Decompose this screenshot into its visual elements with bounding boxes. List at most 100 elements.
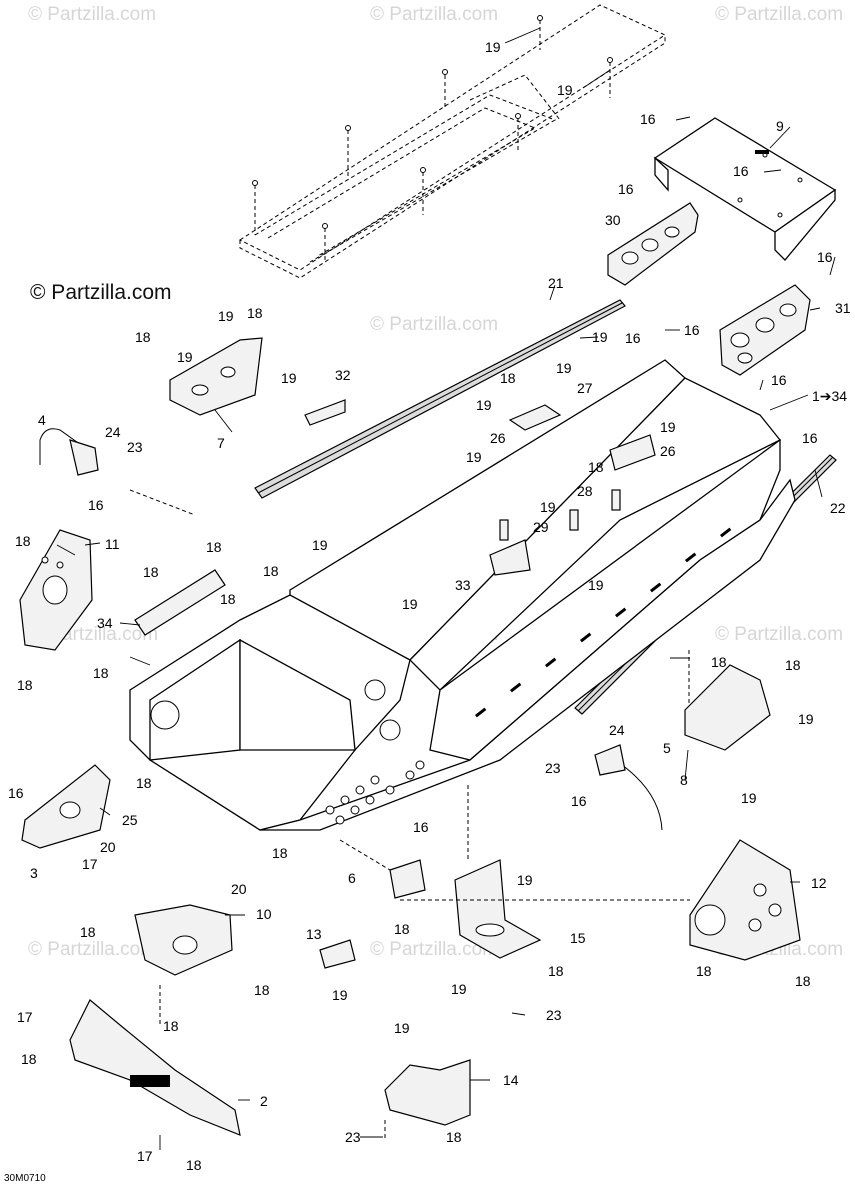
callout-label: 28 — [577, 483, 593, 499]
callout-label: 20 — [231, 881, 247, 897]
callout-label: 3 — [30, 865, 38, 881]
callout-label: 16 — [771, 372, 787, 388]
callout-label: 20 — [100, 839, 116, 855]
bracket-part-11 — [19, 529, 93, 651]
callout-label: 26 — [660, 443, 676, 459]
callout-label: 19 — [402, 596, 418, 612]
callout-label: 6 — [348, 870, 356, 886]
bracket-part-32 — [304, 399, 346, 426]
callout-label: 9 — [776, 118, 784, 134]
callout-label: 31 — [835, 300, 851, 316]
watermark: © Partzilla.com — [715, 4, 843, 25]
callout-label: 18 — [186, 1157, 202, 1173]
callout-label: 4 — [38, 412, 46, 428]
bracket-part-2 — [69, 999, 241, 1136]
heat-shield-part-9 — [653, 117, 837, 261]
callout-labels: 19 19 16 9 16 16 30 16 31 21 19 16 16 19… — [8, 39, 851, 1173]
callout-label: 23 — [546, 1007, 562, 1023]
callout-label: 26 — [490, 430, 506, 446]
callout-label: 18 — [143, 564, 159, 580]
brand-watermark: © Partzilla.com — [30, 281, 172, 304]
callout-label: 23 — [127, 439, 143, 455]
brackets-26-33 — [489, 404, 656, 576]
footrest-holes — [325, 760, 425, 825]
callout-label: 19 — [660, 419, 676, 435]
callout-label: 18 — [21, 1051, 37, 1067]
bracket-part-14 — [384, 1059, 471, 1126]
callout-label: 18 — [272, 845, 288, 861]
callout-label: 17 — [82, 856, 98, 872]
callout-label: 18 — [263, 563, 279, 579]
bracket-part-7 — [169, 337, 263, 416]
callout-label: 7 — [217, 435, 225, 451]
callout-label: 18 — [795, 973, 811, 989]
figure-code: 30M0710 — [4, 1173, 46, 1184]
callout-label: 18 — [93, 665, 109, 681]
callout-label: 19 — [556, 360, 572, 376]
callout-label: 19 — [540, 499, 556, 515]
callout-label: 25 — [122, 812, 138, 828]
tunnel-frame-part-1 — [129, 359, 796, 831]
callout-label: 32 — [335, 367, 351, 383]
bracket-part-31 — [719, 284, 811, 376]
callout-label: 24 — [105, 424, 121, 440]
handle-part-5 — [594, 744, 663, 831]
callout-label: 21 — [548, 275, 564, 291]
callout-label: 16 — [817, 249, 833, 265]
bracket-part-3 — [21, 764, 111, 849]
callout-label: 19 — [476, 397, 492, 413]
callout-label: 18 — [446, 1129, 462, 1145]
callout-label: 17 — [17, 1009, 33, 1025]
watermark: © Partzilla.com — [28, 4, 156, 25]
callout-label: 16 — [571, 793, 587, 809]
callout-label: 18 — [711, 654, 727, 670]
callout-label: 16 — [88, 497, 104, 513]
bracket-part-6 — [389, 859, 426, 899]
callout-label: 16 — [618, 181, 634, 197]
callout-label: 13 — [306, 926, 322, 942]
callout-label: 15 — [570, 930, 586, 946]
tunnel-slots — [475, 527, 732, 718]
bracket-part-13 — [319, 939, 356, 969]
callout-label: 19 — [557, 82, 573, 98]
watermark: © Partzilla.com — [715, 624, 843, 645]
callout-label: 19 — [451, 981, 467, 997]
callout-label: 19 — [312, 537, 328, 553]
watermark-group: © Partzilla.com © Partzilla.com © Partzi… — [28, 4, 843, 960]
callout-label: 19 — [798, 711, 814, 727]
callout-label: 16 — [733, 163, 749, 179]
callout-label: 34 — [97, 615, 113, 631]
guide-lines — [129, 489, 690, 1140]
handle-part-4 — [39, 428, 99, 476]
callout-label: 16 — [625, 330, 641, 346]
callout-label: 18 — [17, 677, 33, 693]
callout-label: 16 — [802, 430, 818, 446]
watermark: © Partzilla.com — [370, 939, 498, 960]
callout-label: 18 — [136, 775, 152, 791]
callout-label: 16 — [640, 111, 656, 127]
callout-label: 19 — [485, 39, 501, 55]
callout-label: 18 — [135, 329, 151, 345]
callout-label: 30 — [605, 212, 621, 228]
callout-label: 19 — [332, 987, 348, 1003]
callout-label: 23 — [545, 760, 561, 776]
callout-label: 10 — [256, 906, 272, 922]
callout-label: 5 — [663, 740, 671, 756]
callout-label: 22 — [830, 500, 846, 516]
bracket-part-10 — [134, 904, 233, 976]
callout-label: 14 — [503, 1072, 519, 1088]
callout-label: 18 — [785, 657, 801, 673]
callout-label: 19 — [394, 1020, 410, 1036]
callout-label: 18 — [548, 963, 564, 979]
callout-label: 19 — [177, 349, 193, 365]
callout-label: 18 — [163, 1018, 179, 1034]
leader-lines — [56, 27, 836, 1150]
callout-label: 8 — [680, 772, 688, 788]
callout-label: 19 — [466, 449, 482, 465]
watermark: © Partzilla.com — [370, 314, 498, 335]
screw-group — [252, 15, 613, 229]
callout-label: 24 — [609, 722, 625, 738]
callout-label: 19 — [517, 872, 533, 888]
callout-label: 23 — [345, 1129, 361, 1145]
